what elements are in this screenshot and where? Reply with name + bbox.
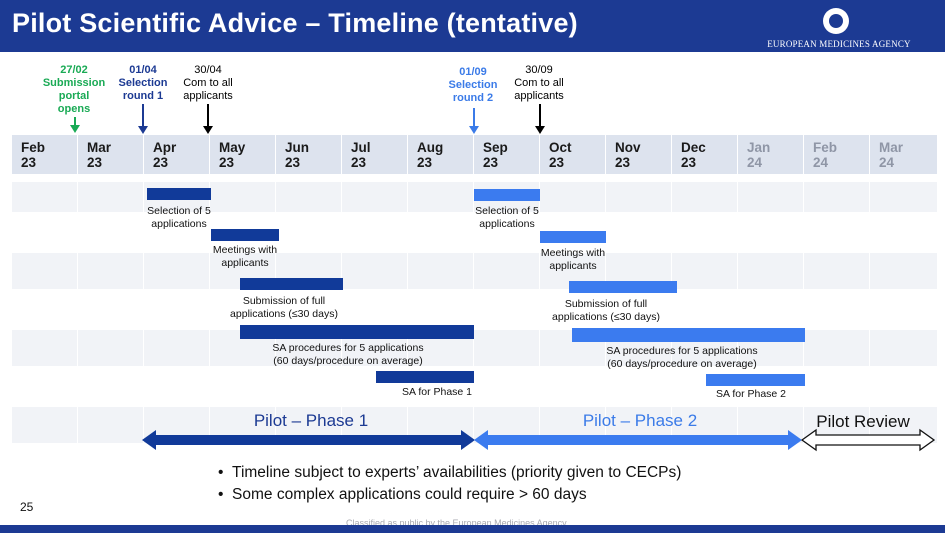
annotation-line: Com to all (514, 77, 564, 89)
task-label: SA for Phase 2 (715, 388, 787, 400)
annotation-line: Com to all (183, 77, 233, 89)
annotation-line: opens (57, 103, 91, 115)
annotation-line: round 1 (122, 90, 164, 102)
task-label: SA for Phase 1 (401, 386, 473, 398)
annotation-line: round 2 (452, 92, 494, 104)
phase-1-label: Pilot – Phase 1 (253, 411, 369, 430)
notes-list: • Timeline subject to experts’ availabil… (218, 462, 681, 506)
task-bar-phase1-sa-procedures (240, 325, 474, 339)
bullet-icon: • (218, 486, 233, 503)
task-bar-phase1-selection (147, 188, 211, 200)
phase-2-arrow-icon (474, 430, 802, 450)
annotation-line: Submission (42, 77, 106, 89)
annotation-com-2: 30/09 Com to all applicants (514, 64, 564, 103)
row-band (12, 253, 937, 289)
page-title: Pilot Scientific Advice – Timeline (tent… (12, 8, 578, 38)
phase-2-label: Pilot – Phase 2 (582, 411, 698, 430)
task-label: SA procedures for 5 applications(60 days… (606, 345, 758, 370)
pilot-review-label: Pilot Review (816, 412, 910, 431)
task-bar-phase2-sa (706, 374, 805, 386)
header-bar: Pilot Scientific Advice – Timeline (tent… (0, 0, 945, 52)
annotation-submission: 27/02 Submission portal opens (43, 64, 105, 116)
task-bar-phase2-submission (569, 281, 677, 293)
task-bar-phase1-submission (240, 278, 343, 290)
annotation-date: 27/02 (60, 64, 88, 76)
task-bar-phase1-meetings (211, 229, 279, 241)
annotation-selection-round-1: 01/04 Selection round 1 (119, 64, 168, 103)
annotation-date: 30/09 (525, 64, 553, 76)
annotation-line: applicants (183, 90, 233, 102)
annotation-line: portal (58, 90, 90, 102)
month-header-row (12, 135, 937, 174)
task-bar-phase2-sa-procedures (572, 328, 805, 342)
annotation-date: 01/09 (459, 66, 487, 78)
task-bar-phase1-sa (376, 371, 474, 383)
page-number: 25 (20, 500, 34, 514)
ema-logo-icon (823, 8, 849, 34)
review-arrow-icon (800, 428, 936, 452)
task-bar-phase2-meetings (540, 231, 606, 243)
bullet-text: Some complex applications could require … (232, 486, 587, 503)
phase-1-arrow-icon (142, 430, 475, 450)
footer-bar (0, 525, 945, 533)
list-item: • Some complex applications could requir… (218, 484, 681, 506)
annotation-line: applicants (514, 90, 564, 102)
annotation-line: Selection (448, 79, 498, 91)
bullet-icon: • (218, 464, 233, 481)
annotation-date: 01/04 (129, 64, 157, 76)
annotation-date: 30/04 (194, 64, 222, 76)
logo-text: EUROPEAN MEDICINES AGENCY (767, 39, 911, 49)
task-bar-phase2-selection (474, 189, 540, 201)
list-item: • Timeline subject to experts’ availabil… (218, 462, 681, 484)
annotation-selection-round-2: 01/09 Selection round 2 (449, 66, 498, 105)
annotation-com-1: 30/04 Com to all applicants (183, 64, 233, 103)
ema-logo: EUROPEAN MEDICINES AGENCY (764, 6, 914, 50)
classification-note: Classified as public by the European Med… (346, 518, 567, 528)
annotation-line: Selection (118, 77, 168, 89)
bullet-text: Timeline subject to experts’ availabilit… (232, 464, 682, 481)
task-label: SA procedures for 5 applications(60 days… (272, 342, 424, 367)
